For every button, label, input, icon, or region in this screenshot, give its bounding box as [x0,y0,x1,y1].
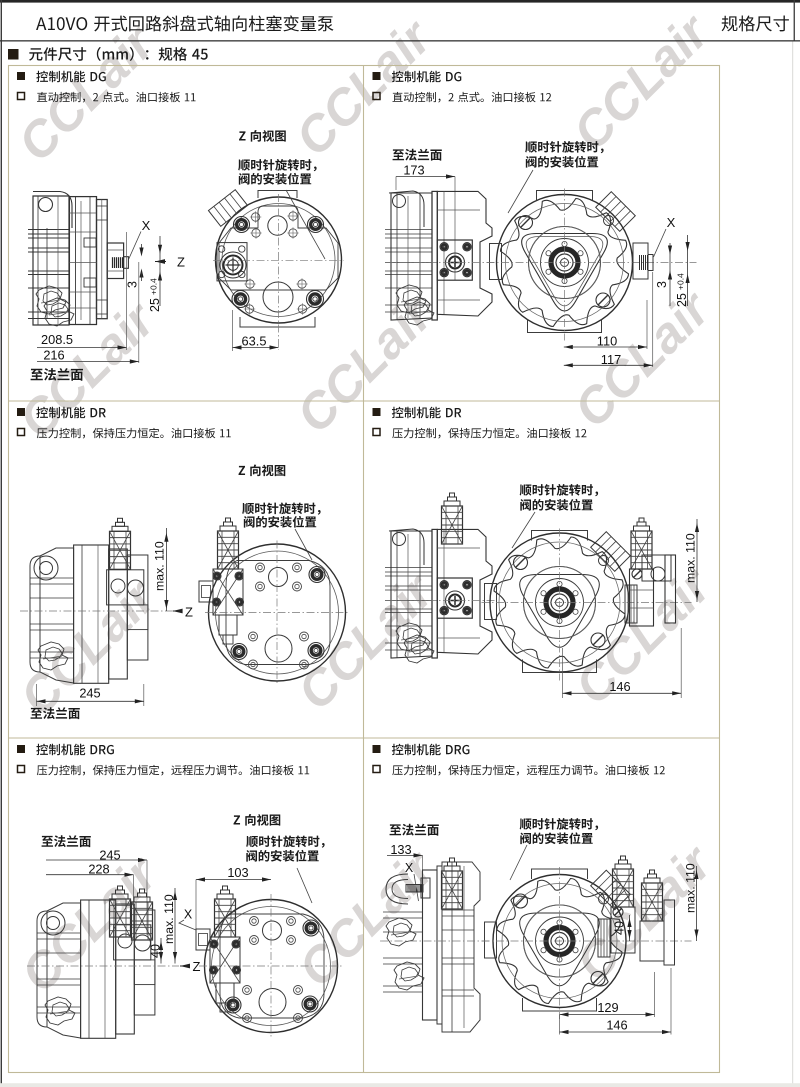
svg-text:CCLair: CCLair [7,13,166,172]
svg-text:146: 146 [609,679,630,694]
svg-text:146: 146 [606,1018,627,1033]
svg-text:228: 228 [88,862,109,877]
svg-text:103: 103 [227,865,248,880]
svg-text:+0.4: +0.4 [149,278,159,295]
svg-text:Z: Z [185,605,193,620]
svg-text:117: 117 [601,352,621,367]
svg-text:CCLair: CCLair [563,279,722,438]
svg-text:110: 110 [597,334,617,349]
svg-text:X: X [184,908,193,922]
svg-text:CCLair: CCLair [565,833,724,992]
svg-text:208.5: 208.5 [41,332,73,347]
svg-text:max. 110: max. 110 [684,863,698,913]
svg-text:245: 245 [99,848,120,863]
svg-text:X: X [142,218,151,233]
svg-text:40: 40 [613,921,627,935]
svg-text:max. 110: max. 110 [162,894,176,944]
svg-text:25: 25 [148,298,162,312]
svg-text:173: 173 [403,163,424,178]
svg-text:25: 25 [675,293,689,307]
svg-text:216: 216 [43,348,64,363]
svg-text:133: 133 [390,842,411,857]
svg-text:X: X [405,861,414,875]
svg-text:3: 3 [126,281,140,288]
svg-text:X: X [667,215,676,230]
svg-text:max. 110: max. 110 [153,541,167,591]
svg-text:3: 3 [655,281,669,288]
svg-text:CCLair: CCLair [562,2,721,161]
svg-text:245: 245 [79,686,100,701]
svg-text:Z: Z [177,255,185,270]
svg-text:129: 129 [597,1000,618,1015]
svg-text:63.5: 63.5 [242,334,267,349]
svg-text:Z: Z [193,959,201,974]
svg-text:max. 110: max. 110 [684,533,698,583]
svg-text:+0.4: +0.4 [676,273,686,290]
svg-text:40: 40 [149,944,163,958]
